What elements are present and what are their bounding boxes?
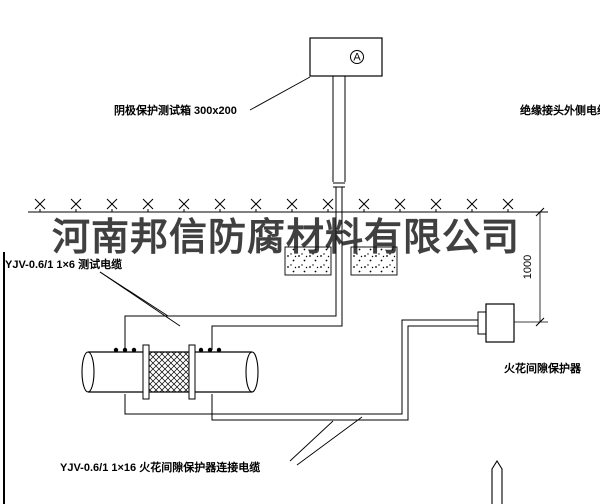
test-cables: [124, 292, 343, 350]
dimension-text: 1000: [522, 255, 534, 279]
concrete-block-right: [350, 246, 398, 276]
connection-cable-label: YJV-0.6/1 1×16 火花间隙保护器连接电缆: [60, 460, 260, 474]
anode-rod-symbol: [491, 459, 503, 504]
flange-left: [142, 344, 150, 400]
test-box: A: [309, 37, 383, 77]
leader-lines: [99, 76, 363, 466]
pipe-end-left: [81, 351, 95, 393]
test-cable-label: YJV-0.6/1 1×6 测试电缆: [5, 257, 122, 271]
conduit-riser: [332, 76, 346, 292]
ground-hatch-marks: [34, 198, 514, 213]
insulated-joint-cable-label: 绝缘接头外侧电缆: [520, 103, 600, 117]
flange-right: [188, 344, 196, 400]
meter-circle-icon: [350, 50, 364, 64]
dimension-1000: 1000: [514, 207, 548, 327]
meter-symbol: A: [353, 52, 361, 64]
pipe-end-right: [245, 351, 259, 393]
pipeline: [81, 344, 259, 400]
insulating-joint: [148, 351, 190, 393]
test-box-label: 阴极保护测试箱 300x200: [114, 103, 237, 117]
spark-gap-protector: [477, 303, 515, 343]
spark-gap-cables: [124, 319, 478, 421]
spark-gap-label: 火花间隙保护器: [504, 361, 582, 375]
cable-weld-points: [113, 347, 222, 353]
concrete-block-left: [284, 246, 332, 276]
